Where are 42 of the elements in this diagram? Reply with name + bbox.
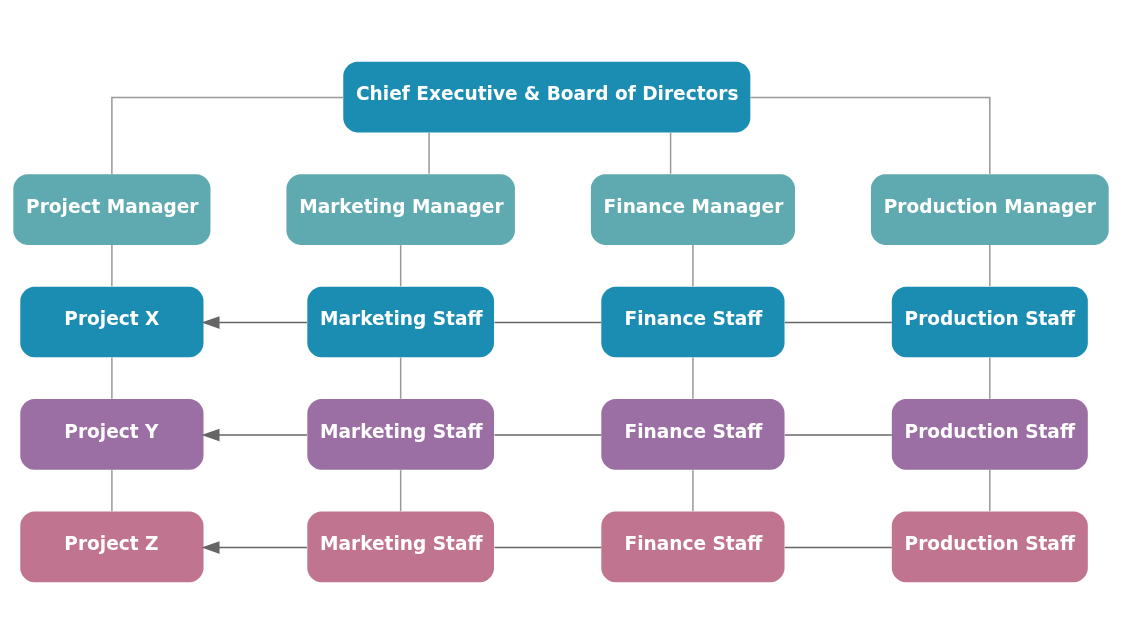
node-box: Project Z (20, 511, 204, 583)
connector (669, 131, 672, 175)
connector (111, 356, 113, 400)
arrow (201, 541, 308, 554)
connector (399, 469, 402, 512)
connector (784, 434, 893, 436)
connector (989, 356, 991, 400)
node-box: Finance Staff (601, 511, 785, 583)
connector (493, 321, 602, 324)
arrow (201, 316, 308, 329)
connector (399, 244, 402, 287)
connector (692, 356, 694, 400)
node-box: Production Staff (891, 511, 1088, 583)
node-box: Marketing Staff (307, 399, 495, 470)
node-box: Chief Executive & Board of Directors (343, 61, 751, 133)
node-box: Finance Manager (590, 174, 795, 245)
node-box: Finance Staff (601, 286, 785, 358)
connector (692, 469, 694, 512)
connector (493, 546, 602, 549)
connector (493, 434, 602, 436)
node-box: Marketing Staff (307, 511, 495, 583)
node-box: Project Y (20, 399, 204, 470)
connector (111, 469, 113, 512)
node-box: Production Staff (891, 399, 1088, 470)
node-box: Production Staff (891, 286, 1088, 358)
node-box: Project Manager (13, 174, 211, 245)
connector (989, 244, 991, 287)
connector (749, 96, 991, 175)
connector (111, 96, 344, 175)
node-box: Marketing Manager (286, 174, 515, 245)
connector (989, 469, 991, 512)
node-box: Project X (20, 286, 204, 358)
connector (784, 546, 893, 549)
node-box: Marketing Staff (307, 286, 495, 358)
node-box: Finance Staff (601, 399, 785, 470)
connector (399, 356, 402, 400)
arrow (201, 428, 308, 442)
connector (784, 321, 893, 324)
connector (692, 244, 694, 287)
node-box: Production Manager (870, 174, 1109, 245)
connector (428, 131, 430, 175)
connector (111, 244, 113, 287)
